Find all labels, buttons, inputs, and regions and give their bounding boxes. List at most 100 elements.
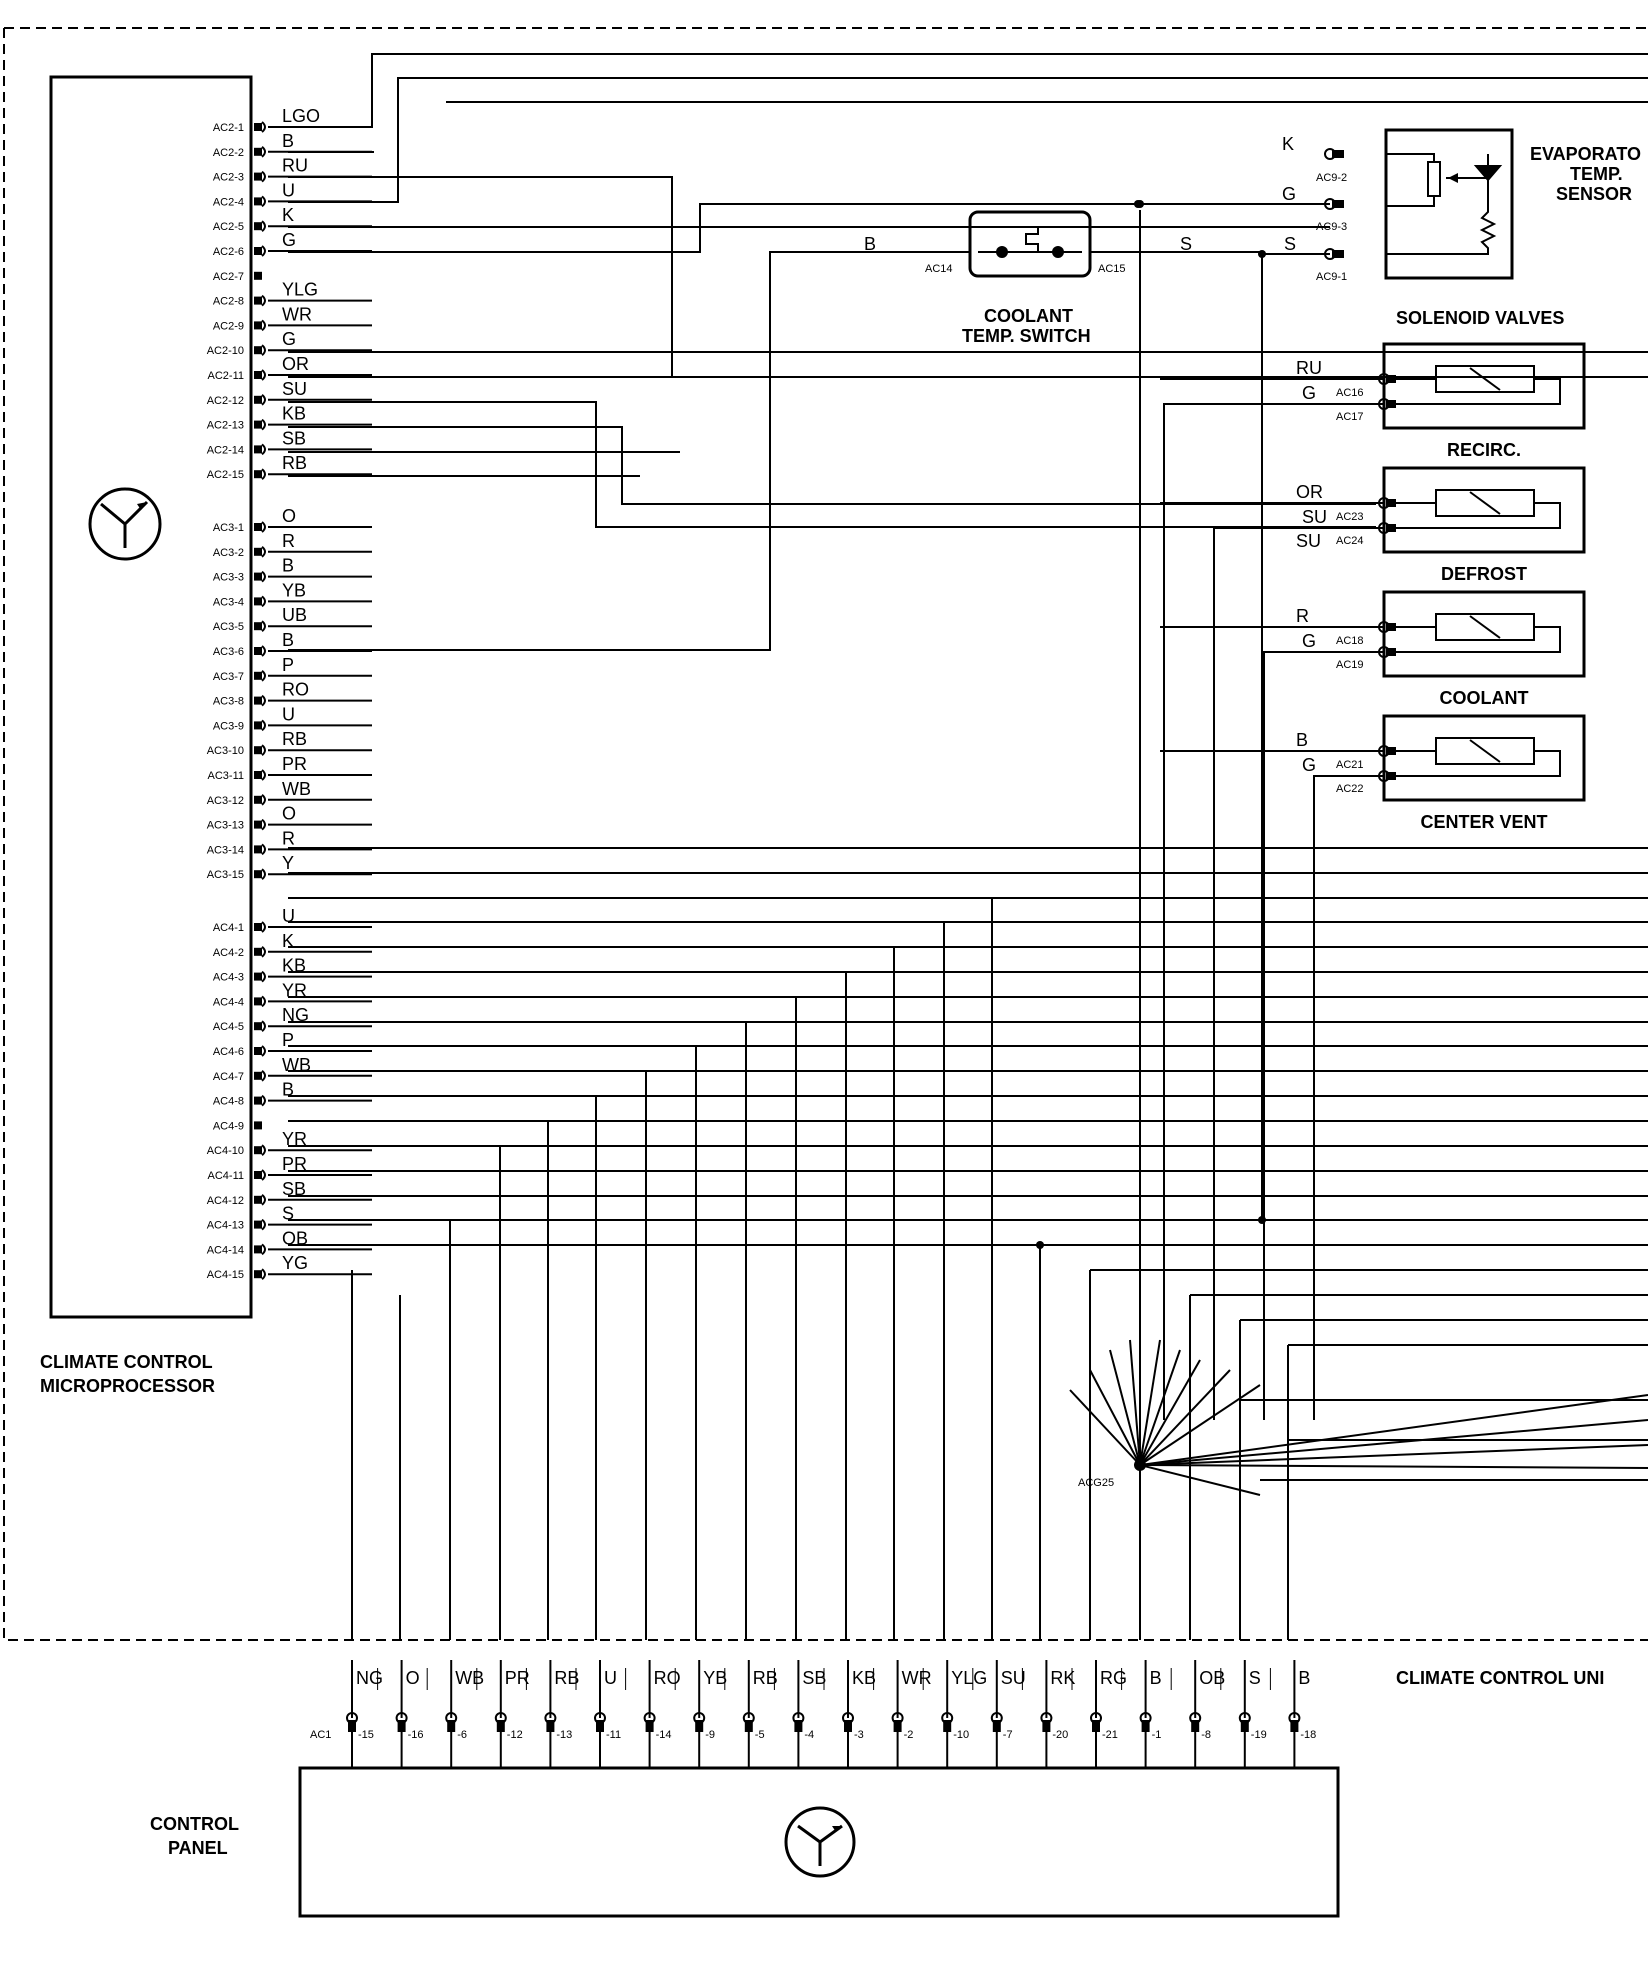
mp-pin-wire-label: R bbox=[282, 828, 295, 848]
mp-pin-terminal bbox=[254, 997, 262, 1006]
coolant-switch-label-1: COOLANT bbox=[984, 306, 1073, 326]
mp-pin-terminal bbox=[254, 1096, 262, 1105]
mp-pin-id: AC2-6 bbox=[213, 246, 244, 258]
mp-pin-id: AC4-2 bbox=[213, 947, 244, 959]
mp-pin-ac3-9: AC3-9 U bbox=[213, 704, 372, 732]
mp-pin-id: AC2-2 bbox=[213, 147, 244, 159]
cp-pin: WR-2 bbox=[873, 1660, 932, 1768]
mp-pin-wire-label: O bbox=[282, 804, 296, 824]
mp-pin-socket bbox=[261, 1144, 266, 1156]
mp-pin-ac3-3: AC3-3 B bbox=[213, 556, 372, 584]
mp-pin-socket bbox=[261, 843, 266, 856]
mp-pin-wire-label: OB bbox=[282, 1228, 308, 1248]
mp-pin-id: AC4-13 bbox=[207, 1220, 244, 1232]
cp-pin: PR-12 bbox=[476, 1660, 530, 1768]
solenoid-pin-2: AC17 bbox=[1336, 411, 1364, 423]
mp-pin-id: AC2-12 bbox=[207, 395, 244, 407]
mp-pin-id: AC3-7 bbox=[213, 671, 244, 683]
mp-pin-terminal bbox=[254, 247, 262, 255]
mp-pin-wire-label: YLG bbox=[282, 280, 318, 300]
mp-pin-socket bbox=[261, 818, 266, 831]
cp-pin-wire-label: S bbox=[1249, 1668, 1261, 1688]
unit-label: CLIMATE CONTROL UNI bbox=[1396, 1668, 1604, 1688]
mp-pin-terminal bbox=[254, 1146, 262, 1155]
mp-pin-socket bbox=[261, 1268, 266, 1280]
mp-pin-terminal bbox=[254, 820, 262, 829]
solenoid-wire-3: SU bbox=[1296, 531, 1321, 551]
unit-boundary bbox=[3, 27, 1648, 1641]
mp-pin-socket bbox=[261, 146, 266, 158]
mp-pin-wire-label: RO bbox=[282, 680, 309, 700]
cp-pin-number: -9 bbox=[705, 1729, 715, 1741]
mp-pin-wire-label: B bbox=[282, 556, 294, 576]
cp-pin-wire-label: B bbox=[1298, 1668, 1310, 1688]
cp-pin-wire-label: B bbox=[1150, 1668, 1162, 1688]
mp-pin-socket bbox=[261, 546, 266, 558]
coolant-switch-pin-left: AC14 bbox=[925, 263, 953, 275]
cp-pin-number: -12 bbox=[507, 1729, 523, 1741]
cp-pin: SU-7 bbox=[972, 1660, 1026, 1768]
cp-pin-number: -16 bbox=[408, 1729, 424, 1741]
mp-pin-socket bbox=[261, 418, 266, 431]
control-panel-transistor-icon bbox=[784, 1806, 856, 1878]
control-panel-label-2: PANEL bbox=[168, 1838, 228, 1858]
mp-pin-wire-label: K bbox=[282, 205, 294, 225]
mp-pin-terminal bbox=[254, 1270, 262, 1279]
mp-pin-id: AC3-10 bbox=[207, 745, 244, 757]
evaporator-sensor: EVAPORATO TEMP. SENSOR bbox=[1384, 128, 1641, 280]
mp-pin-id: AC3-9 bbox=[213, 720, 244, 732]
mp-pin-socket bbox=[261, 921, 266, 933]
mp-pin-socket bbox=[261, 970, 266, 983]
mp-pin-id: AC3-14 bbox=[207, 844, 244, 856]
cp-pin-number: -21 bbox=[1102, 1729, 1118, 1741]
mp-pin-terminal bbox=[254, 395, 262, 404]
mp-pin-wire-label: SB bbox=[282, 428, 306, 448]
mp-pin-id: AC4-4 bbox=[213, 996, 244, 1008]
solenoid-wire-2: G bbox=[1302, 383, 1316, 403]
cp-pin-wire-label: RB bbox=[554, 1668, 579, 1688]
mp-pin-ac3-1: AC3-1O bbox=[213, 506, 372, 534]
mp-pin-ac3-8: AC3-8RO bbox=[213, 680, 372, 708]
mp-pin-wire-label: WB bbox=[282, 1055, 311, 1075]
solenoid-wire-1: B bbox=[1296, 730, 1308, 750]
mp-pin-id: AC3-15 bbox=[207, 869, 244, 881]
mp-pin-terminal bbox=[254, 321, 262, 330]
mp-pin-terminal bbox=[254, 547, 262, 556]
mp-pin-socket bbox=[261, 195, 266, 208]
mp-pin-wire-label: P bbox=[282, 655, 294, 675]
mp-pin-terminal bbox=[254, 671, 262, 680]
mp-pin-ac4-6: AC4-6P bbox=[213, 1030, 372, 1058]
mp-pin-wire-label: WB bbox=[282, 779, 311, 799]
evap-pin-1: AC9-2 bbox=[1316, 172, 1347, 184]
mp-pin-socket bbox=[261, 443, 266, 456]
mp-pin-id: AC3-3 bbox=[213, 572, 244, 584]
mp-pin-id: AC2-11 bbox=[208, 370, 244, 382]
solenoid-pin-2: AC24 bbox=[1336, 535, 1364, 547]
evap-pin-3: AC9-1 bbox=[1316, 271, 1347, 283]
solenoid-name: DEFROST bbox=[1441, 564, 1527, 584]
mp-pin-ac2-6: AC2-6G bbox=[213, 230, 372, 258]
coolant-switch-pin-right: AC15 bbox=[1098, 263, 1126, 275]
mp-pin-id: AC3-1 bbox=[213, 522, 244, 534]
mp-pin-ac4-1: AC4-1U bbox=[213, 906, 372, 934]
mp-pin-wire-label: B bbox=[282, 131, 294, 151]
mp-pin-terminal bbox=[254, 923, 262, 931]
mp-pin-terminal bbox=[254, 746, 262, 755]
cp-pin: YLG-10 bbox=[922, 1660, 987, 1768]
mp-pin-terminal bbox=[254, 572, 262, 581]
evaporator-label-2: TEMP. bbox=[1570, 164, 1623, 184]
cp-pin-number: -13 bbox=[556, 1729, 572, 1741]
mp-pin-id: AC3-4 bbox=[213, 596, 244, 608]
mp-pin-terminal bbox=[254, 622, 262, 631]
mp-pin-terminal bbox=[254, 1195, 262, 1204]
mp-pin-socket bbox=[261, 245, 266, 257]
mp-pin-wire-label: U bbox=[282, 704, 295, 724]
cp-pin-number: -5 bbox=[755, 1729, 765, 1741]
mp-pin-ac2-5: AC2-5K bbox=[213, 205, 372, 233]
